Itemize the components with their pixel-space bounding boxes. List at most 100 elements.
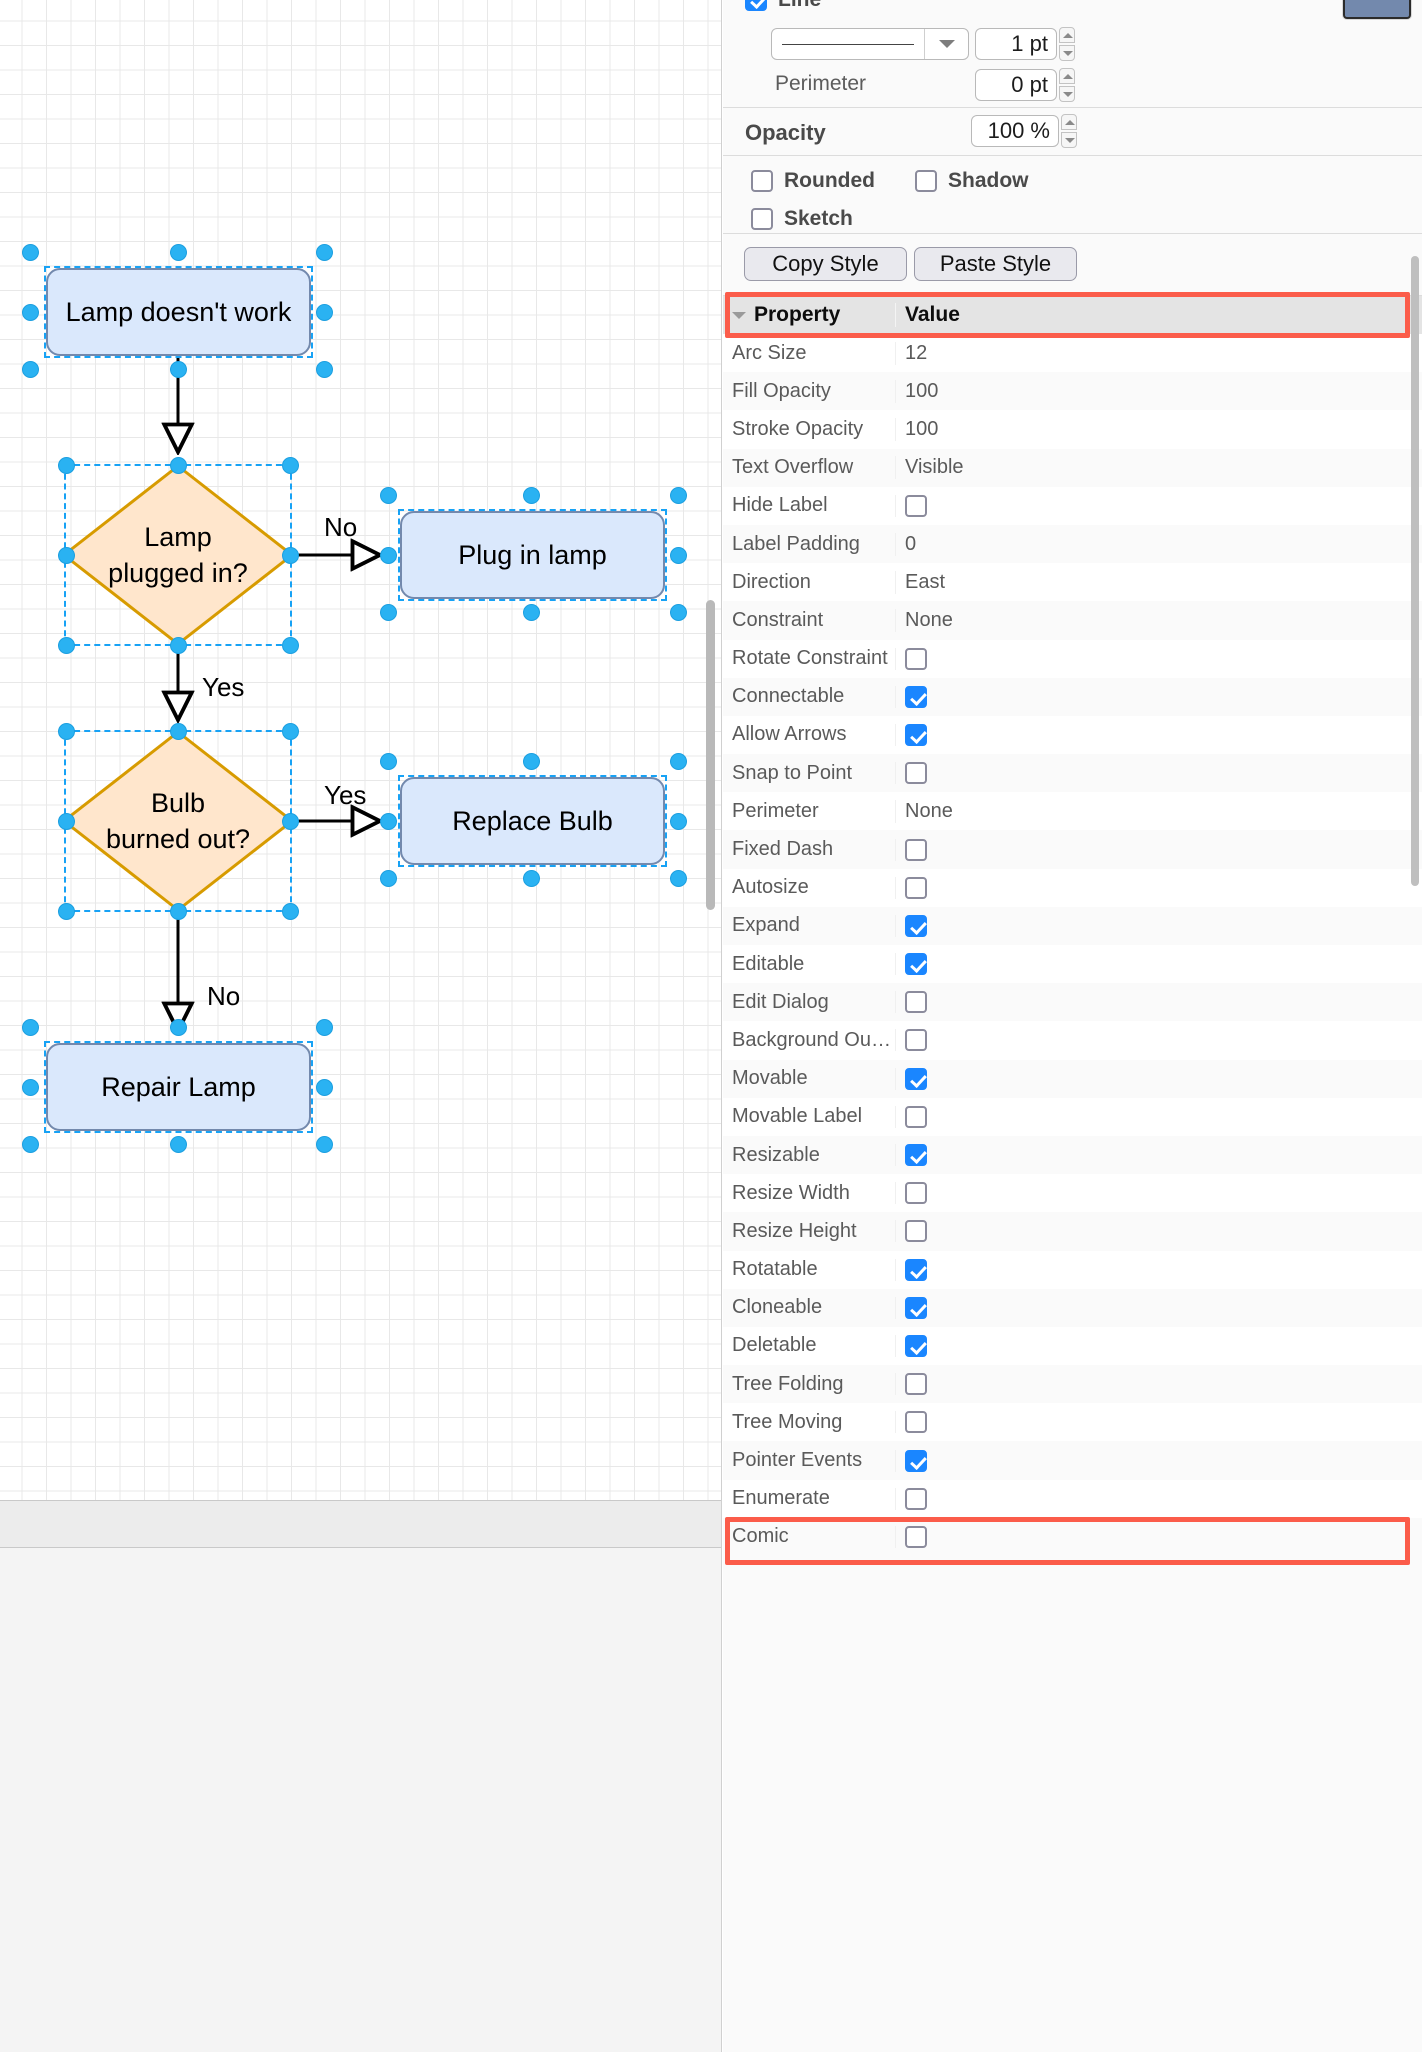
resize-handle[interactable] xyxy=(380,753,397,770)
property-row-resizable[interactable]: Resizable xyxy=(723,1135,1422,1175)
property-value[interactable] xyxy=(895,953,1422,976)
line-color-swatch[interactable] xyxy=(1343,0,1411,19)
resize-handle[interactable] xyxy=(170,637,187,654)
line-style-dropdown[interactable] xyxy=(771,28,969,60)
property-row-comic[interactable]: Comic xyxy=(723,1517,1422,1556)
property-row-expand[interactable]: Expand xyxy=(723,906,1422,945)
checkbox-unchecked[interactable] xyxy=(905,1105,927,1128)
property-value[interactable] xyxy=(895,991,1422,1014)
checkbox-unchecked[interactable] xyxy=(905,1487,927,1510)
property-row-connectable[interactable]: Connectable xyxy=(723,677,1422,716)
property-value[interactable] xyxy=(895,1182,1422,1205)
resize-handle[interactable] xyxy=(380,813,397,830)
shadow-toggle[interactable]: Shadow xyxy=(915,169,1029,193)
resize-handle[interactable] xyxy=(670,753,687,770)
resize-handle[interactable] xyxy=(282,547,299,564)
resize-handle[interactable] xyxy=(22,244,39,261)
property-value[interactable] xyxy=(895,1449,1422,1472)
stepper-up[interactable] xyxy=(1059,27,1075,43)
rounded-checkbox[interactable] xyxy=(751,170,773,192)
checkbox-unchecked[interactable] xyxy=(905,876,927,899)
resize-handle[interactable] xyxy=(670,547,687,564)
resize-handle[interactable] xyxy=(58,637,75,654)
property-row-snap-to-point[interactable]: Snap to Point xyxy=(723,754,1422,793)
rounded-toggle[interactable]: Rounded xyxy=(751,169,875,193)
property-row-hide-label[interactable]: Hide Label xyxy=(723,486,1422,525)
property-value[interactable] xyxy=(895,1296,1422,1319)
resize-handle[interactable] xyxy=(316,304,333,321)
property-value[interactable] xyxy=(895,1525,1422,1548)
property-row-pointer-events[interactable]: Pointer Events xyxy=(723,1441,1422,1480)
process-node-replace-bulb[interactable]: Replace Bulb xyxy=(400,777,665,865)
canvas-vertical-scrollbar[interactable] xyxy=(706,600,715,910)
property-value[interactable] xyxy=(895,914,1422,937)
resize-handle[interactable] xyxy=(380,870,397,887)
resize-handle[interactable] xyxy=(22,1079,39,1096)
resize-handle[interactable] xyxy=(380,487,397,504)
property-row-allow-arrows[interactable]: Allow Arrows xyxy=(723,715,1422,755)
line-style-dropdown-toggle[interactable] xyxy=(924,29,968,59)
checkbox-checked[interactable] xyxy=(905,953,927,976)
checkbox-checked[interactable] xyxy=(905,1296,927,1319)
opacity-input[interactable]: 100 % xyxy=(971,115,1059,147)
resize-handle[interactable] xyxy=(380,604,397,621)
property-row-background-outl[interactable]: Background Outl... xyxy=(723,1021,1422,1060)
resize-handle[interactable] xyxy=(316,1136,333,1153)
stepper-down[interactable] xyxy=(1059,86,1075,102)
checkbox-unchecked[interactable] xyxy=(905,1411,927,1434)
property-value[interactable]: 0 xyxy=(895,532,1422,556)
resize-handle[interactable] xyxy=(22,361,39,378)
copy-style-button[interactable]: Copy Style xyxy=(744,247,907,281)
checkbox-checked[interactable] xyxy=(905,1067,927,1090)
resize-handle[interactable] xyxy=(22,1136,39,1153)
property-value[interactable] xyxy=(895,1220,1422,1243)
resize-handle[interactable] xyxy=(170,244,187,261)
property-value[interactable] xyxy=(895,1487,1422,1510)
property-value[interactable] xyxy=(895,1411,1422,1434)
property-row-editable[interactable]: Editable xyxy=(723,945,1422,984)
line-width-stepper[interactable] xyxy=(1059,27,1075,61)
resize-handle[interactable] xyxy=(523,753,540,770)
resize-handle[interactable] xyxy=(316,361,333,378)
property-value[interactable] xyxy=(895,1334,1422,1357)
shadow-checkbox[interactable] xyxy=(915,170,937,192)
property-row-movable[interactable]: Movable xyxy=(723,1059,1422,1098)
resize-handle[interactable] xyxy=(282,723,299,740)
property-value[interactable]: 12 xyxy=(895,341,1422,365)
stepper-down[interactable] xyxy=(1059,45,1075,61)
edge-label-yes-2[interactable]: Yes xyxy=(324,780,367,810)
property-value[interactable] xyxy=(895,838,1422,861)
property-value[interactable] xyxy=(895,1144,1422,1167)
property-value[interactable] xyxy=(895,1067,1422,1090)
checkbox-checked[interactable] xyxy=(905,1449,927,1472)
property-row-resize-width[interactable]: Resize Width xyxy=(723,1174,1422,1213)
resize-handle[interactable] xyxy=(670,870,687,887)
resize-handle[interactable] xyxy=(170,903,187,920)
resize-handle[interactable] xyxy=(58,723,75,740)
resize-handle[interactable] xyxy=(523,487,540,504)
line-checkbox-row[interactable]: Line xyxy=(745,0,821,12)
resize-handle[interactable] xyxy=(282,457,299,474)
resize-handle[interactable] xyxy=(58,457,75,474)
checkbox-unchecked[interactable] xyxy=(905,838,927,861)
checkbox-checked[interactable] xyxy=(905,1334,927,1357)
edge-label-no-1[interactable]: No xyxy=(324,512,358,542)
stepper-up[interactable] xyxy=(1061,114,1077,130)
resize-handle[interactable] xyxy=(316,244,333,261)
resize-handle[interactable] xyxy=(282,813,299,830)
resize-handle[interactable] xyxy=(316,1019,333,1036)
resize-handle[interactable] xyxy=(670,487,687,504)
property-value[interactable] xyxy=(895,876,1422,899)
property-row-movable-label[interactable]: Movable Label xyxy=(723,1097,1422,1136)
property-value[interactable] xyxy=(895,723,1422,746)
property-value[interactable]: 100 xyxy=(895,379,1422,403)
stepper-up[interactable] xyxy=(1059,68,1075,84)
property-row-rotate-constraint[interactable]: Rotate Constraint xyxy=(723,639,1422,678)
property-row-edit-dialog[interactable]: Edit Dialog xyxy=(723,983,1422,1022)
checkbox-unchecked[interactable] xyxy=(905,1220,927,1243)
value-column-header[interactable]: Value xyxy=(895,303,1422,327)
